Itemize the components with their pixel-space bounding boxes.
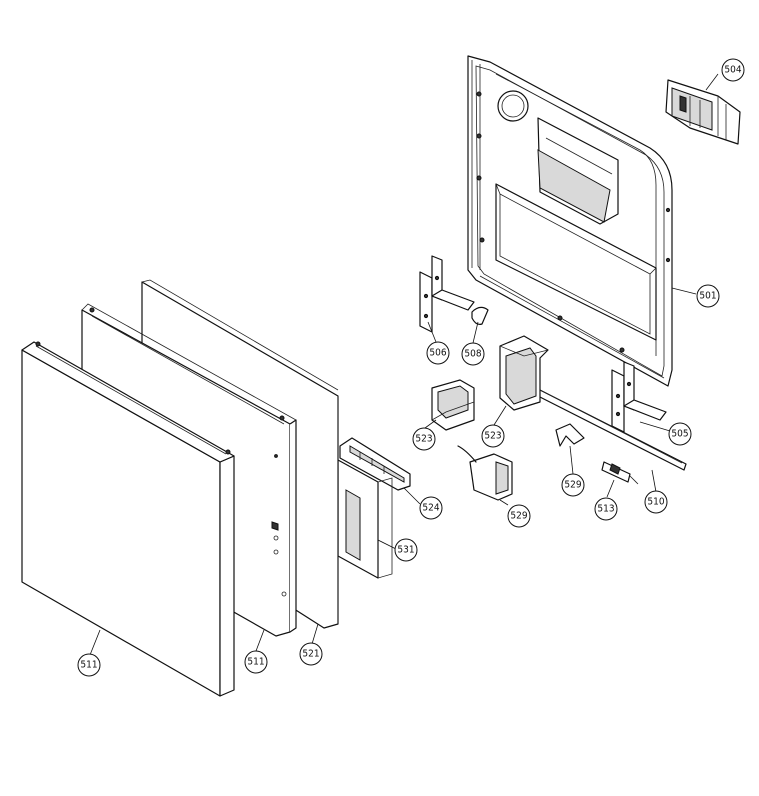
callout-label: 521: [302, 649, 319, 660]
callout-501: 501: [696, 284, 720, 308]
door-handle: [339, 437, 411, 491]
callout-label: 506: [429, 348, 446, 359]
callout-531: 531: [394, 538, 418, 562]
callout-524: 524: [419, 496, 443, 520]
callout-label: 529: [510, 511, 527, 522]
callout-label: 510: [647, 497, 664, 508]
callout-label: 523: [484, 431, 501, 442]
callout-510: 510: [644, 490, 668, 514]
bracket-523-left: [431, 379, 475, 431]
callout-511-front: 511: [77, 653, 101, 677]
bracket-523-right: [499, 335, 549, 411]
callout-label: 505: [671, 429, 688, 440]
callout-label: 511: [247, 657, 264, 668]
callout-label: 531: [397, 545, 414, 556]
door-switch: [601, 461, 639, 485]
callout-505: 505: [668, 422, 692, 446]
latch-529-b: [457, 445, 513, 501]
callout-521: 521: [299, 642, 323, 666]
callout-label: 523: [415, 434, 432, 445]
detergent-dispenser: [665, 79, 741, 145]
callout-523-left: 523: [412, 427, 436, 451]
callout-label: 513: [597, 504, 614, 515]
callout-504: 504: [721, 58, 745, 82]
callout-506: 506: [426, 341, 450, 365]
callout-label: 511: [80, 660, 97, 671]
callout-511-middle: 511: [244, 650, 268, 674]
callout-513: 513: [594, 497, 618, 521]
spring-529-a: [555, 423, 585, 447]
clip-part: [471, 306, 489, 325]
callout-label: 529: [564, 480, 581, 491]
callout-523-right: 523: [481, 424, 505, 448]
callout-label: 508: [464, 349, 481, 360]
callout-508: 508: [461, 342, 485, 366]
hinge-bracket-right: [611, 361, 667, 433]
hinge-bracket-left: [419, 255, 475, 333]
callout-label: 524: [422, 503, 439, 514]
front-door: [21, 341, 235, 697]
inner-door-panel: [467, 55, 673, 387]
callout-529-latch: 529: [507, 504, 531, 528]
callout-label: 501: [699, 291, 716, 302]
callout-529-spring: 529: [561, 473, 585, 497]
callout-label: 504: [724, 65, 741, 76]
